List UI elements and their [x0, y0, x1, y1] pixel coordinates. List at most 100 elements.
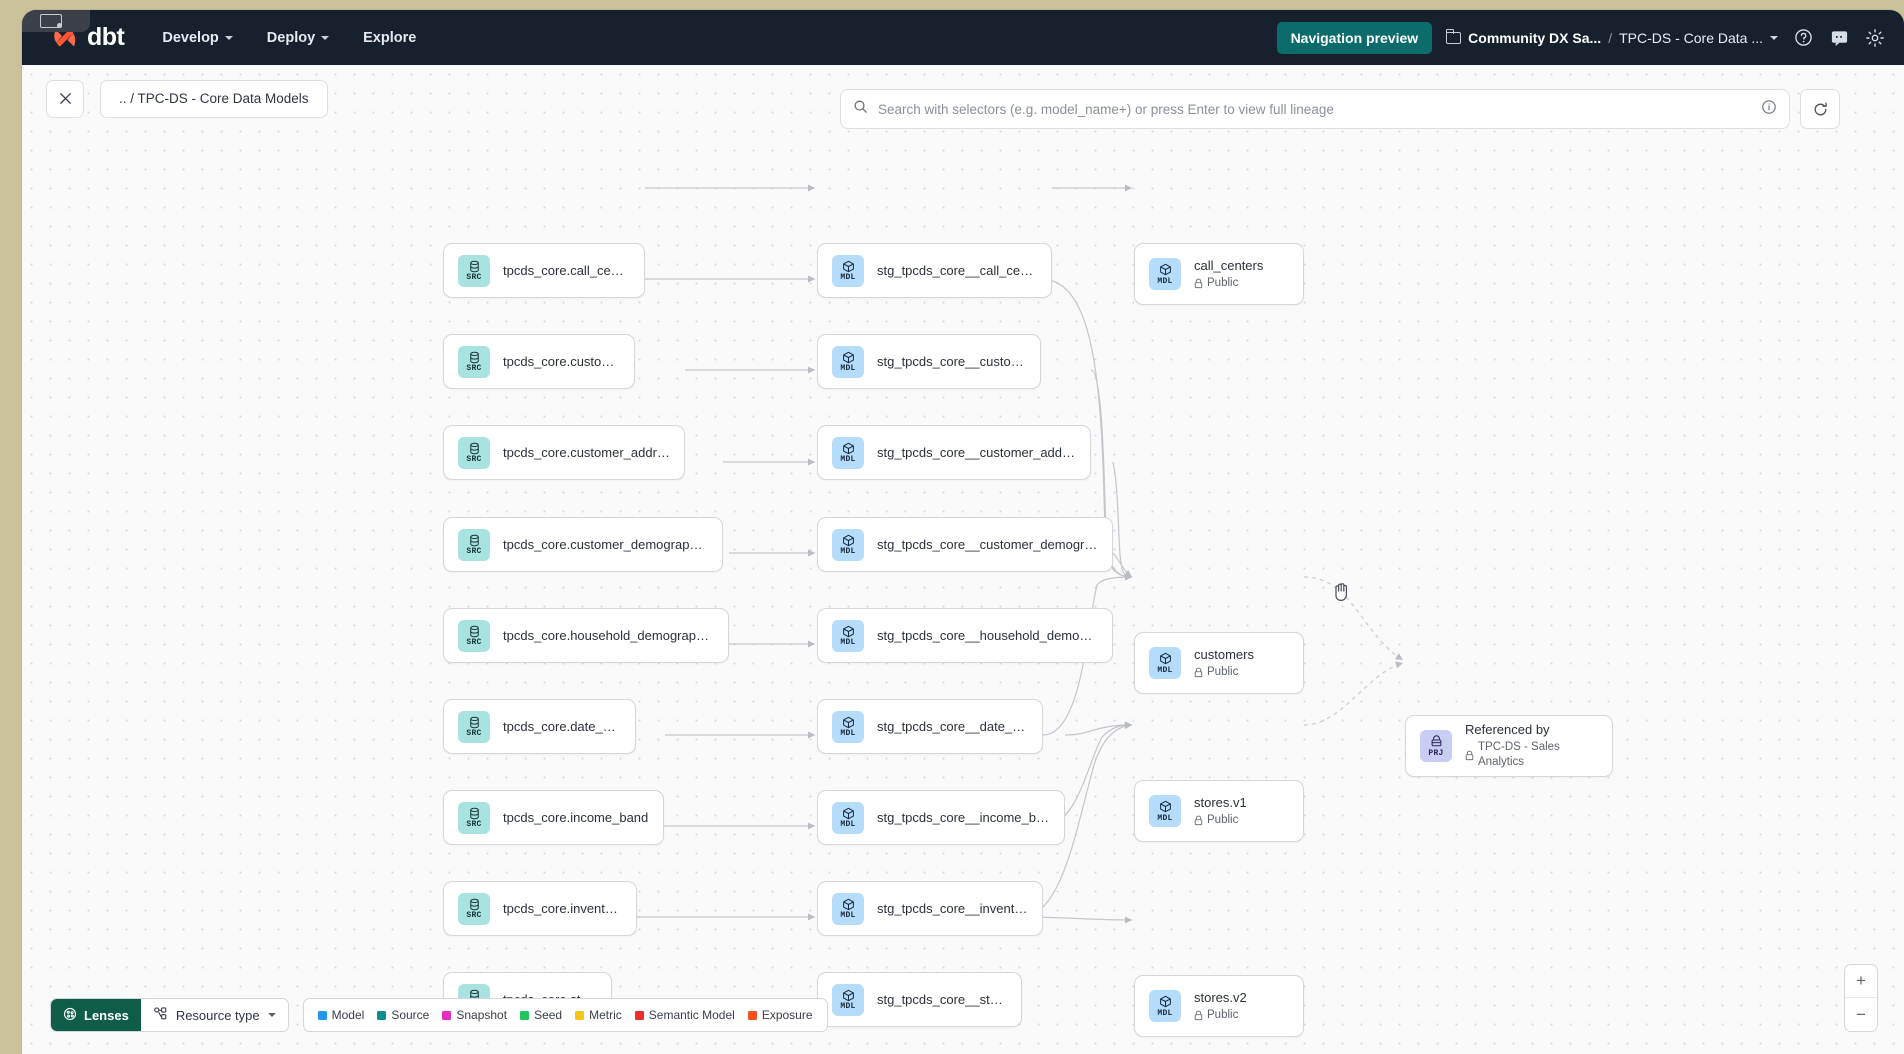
mdl-badge-icon: MDL — [832, 619, 864, 652]
legend-item[interactable]: Semantic Model — [634, 1008, 735, 1022]
dbt-mark-icon — [50, 23, 80, 53]
node-access: Public — [1194, 1008, 1247, 1023]
navigation-preview-button[interactable]: Navigation preview — [1276, 21, 1433, 54]
node-label: tpcds_core.inventory — [503, 901, 622, 916]
search-icon — [853, 99, 868, 119]
node-label: stg_tpcds_core__customer_demogra... — [877, 537, 1098, 552]
legend-item[interactable]: Snapshot — [442, 1008, 507, 1022]
node-label: tpcds_core.customer — [503, 354, 620, 369]
legend-item[interactable]: Seed — [520, 1008, 562, 1022]
breadcrumb-project[interactable]: TPC-DS - Core Data ... — [1619, 29, 1763, 46]
source-node[interactable]: SRC tpcds_core.inventory — [443, 881, 637, 936]
node-label: tpcds_core.household_demographics — [503, 628, 714, 643]
os-window-tab — [22, 10, 90, 32]
chevron-down-icon[interactable] — [1770, 35, 1778, 40]
primary-nav: Develop Deploy Explore — [160, 24, 418, 52]
node-title: stores.v1 — [1194, 794, 1247, 810]
legend-item[interactable]: Exposure — [747, 1008, 813, 1022]
nav-deploy[interactable]: Deploy — [265, 24, 331, 52]
node-label: tpcds_core.income_band — [503, 810, 649, 825]
node-access: Public — [1194, 665, 1254, 680]
staging-model-node[interactable]: MDL stg_tpcds_core__household_demogr... — [817, 608, 1113, 663]
node-access: Public — [1194, 813, 1247, 828]
src-badge-icon: SRC — [458, 892, 490, 925]
node-label: tpcds_core.customer_demographics — [503, 537, 708, 552]
breadcrumb-account[interactable]: Community DX Sa... — [1468, 29, 1602, 46]
node-label: stg_tpcds_core__date_dim — [877, 719, 1028, 734]
mdl-badge-icon: MDL — [832, 710, 864, 743]
browser-window: dbt Develop Deploy Explore Navigation pr… — [22, 10, 1904, 1054]
legend-item[interactable]: Model — [317, 1008, 364, 1022]
legend-label: Metric — [589, 1008, 622, 1022]
resource-type-dropdown[interactable]: Resource type — [140, 999, 288, 1031]
src-badge-icon: SRC — [458, 710, 490, 743]
lenses-icon — [63, 1007, 77, 1024]
zoom-in-button[interactable]: + — [1845, 965, 1877, 998]
brand-text: dbt — [87, 23, 125, 51]
chevron-down-icon — [321, 35, 330, 40]
lenses-button[interactable]: Lenses — [51, 999, 141, 1031]
legend-swatch — [634, 1010, 644, 1020]
refresh-button[interactable] — [1800, 89, 1840, 129]
nav-explore[interactable]: Explore — [361, 24, 418, 52]
zoom-out-button[interactable]: − — [1856, 1004, 1866, 1024]
src-badge-icon: SRC — [458, 254, 490, 287]
staging-model-node[interactable]: MDL stg_tpcds_core__call_center — [817, 243, 1052, 298]
node-label: tpcds_core.customer_address — [503, 445, 670, 460]
source-node[interactable]: SRC tpcds_core.customer_address — [443, 425, 685, 480]
info-icon[interactable] — [1761, 99, 1777, 120]
mdl-badge-icon: MDL — [832, 345, 864, 378]
breadcrumb-button[interactable]: .. / TPC-DS - Core Data Models — [100, 79, 328, 118]
legend-label: Semantic Model — [648, 1008, 735, 1022]
src-badge-icon: SRC — [458, 436, 490, 469]
gear-icon[interactable] — [1864, 27, 1886, 49]
legend-swatch — [377, 1010, 387, 1020]
search-input[interactable] — [878, 101, 1751, 117]
navbar-breadcrumb: Community DX Sa... / TPC-DS - Core Data … — [1446, 28, 1778, 46]
legend-swatch — [317, 1010, 327, 1020]
legend-item[interactable]: Source — [377, 1008, 429, 1022]
help-circle-icon[interactable] — [1792, 27, 1814, 49]
close-button[interactable] — [46, 79, 84, 118]
node-title: Referenced by — [1465, 722, 1550, 737]
mdl-badge-icon: MDL — [1149, 795, 1181, 827]
search-box[interactable] — [840, 89, 1790, 129]
dbt-logo[interactable]: dbt — [50, 23, 125, 53]
zoom-controls: + − — [1844, 964, 1878, 1032]
top-navbar: dbt Develop Deploy Explore Navigation pr… — [22, 10, 1904, 65]
folder-icon — [1446, 28, 1462, 44]
node-label: stg_tpcds_core__household_demogr... — [877, 628, 1098, 643]
legend-item[interactable]: Metric — [575, 1008, 622, 1022]
nav-explore-label: Explore — [363, 29, 417, 46]
feedback-icon[interactable] — [1828, 27, 1850, 49]
node-label: stg_tpcds_core__call_center — [877, 263, 1037, 278]
nav-develop[interactable]: Develop — [160, 24, 234, 52]
legend-swatch — [575, 1010, 585, 1020]
chevron-down-icon — [224, 35, 233, 40]
chevron-down-icon — [267, 1013, 276, 1017]
navbar-right: Navigation preview Community DX Sa... / … — [1276, 21, 1886, 54]
mdl-badge-icon: MDL — [832, 254, 864, 287]
staging-model-node[interactable]: MDL stg_tpcds_core__date_dim — [817, 699, 1043, 754]
lenses-label: Lenses — [84, 1007, 129, 1023]
legend-label: Exposure — [761, 1008, 813, 1022]
